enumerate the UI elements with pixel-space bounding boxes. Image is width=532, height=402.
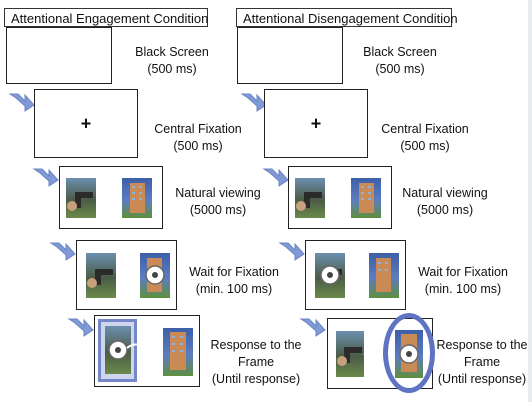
building-photo [140,253,170,298]
building-photo [395,330,423,378]
down-right-arrow-icon [8,93,35,112]
building-photo [122,178,152,218]
right-step5-label: Response to the Frame (Until response) [436,338,528,386]
down-right-arrow-icon [67,318,94,337]
fixation-cross: + [310,113,322,134]
gun-photo [86,253,116,298]
building-photo [163,328,193,376]
left-response-frame-screen [94,315,200,387]
right-step1-label: Black Screen (500 ms) [363,45,437,76]
down-right-arrow-icon [262,168,289,187]
left-wait-fixation-screen [76,240,177,310]
left-step4-label: Wait for Fixation (min. 100 ms) [189,265,279,296]
left-step2-label: Central Fixation (500 ms) [154,122,242,153]
right-natural-viewing-screen [288,166,392,229]
left-step3-label: Natural viewing (5000 ms) [175,186,261,217]
right-step2-label: Central Fixation (500 ms) [381,122,469,153]
left-step1-label: Black Screen (500 ms) [135,45,209,76]
page-edge [528,0,532,402]
down-right-arrow-icon [278,242,305,261]
gaze-path-line [126,339,166,349]
right-response-frame-screen [327,313,435,393]
right-wait-fixation-screen [305,240,406,310]
right-central-fixation-screen: + [264,89,368,158]
gun-photo [105,326,131,374]
left-central-fixation-screen: + [34,89,138,158]
left-natural-viewing-screen [59,166,163,229]
left-step5-label: Response to the Frame (Until response) [210,338,302,386]
right-step4-label: Wait for Fixation (min. 100 ms) [418,265,508,296]
gun-photo [295,178,325,218]
gun-photo [336,331,364,377]
fixation-cross: + [80,113,92,134]
gun-photo [66,178,96,218]
gun-photo [315,253,345,298]
right-step3-label: Natural viewing (5000 ms) [402,186,488,217]
down-right-arrow-icon [32,168,59,187]
left-condition-title: Attentional Engagement Condition [4,8,208,27]
right-condition-title: Attentional Disengagement Condition [236,8,458,27]
right-black-screen [237,27,343,84]
left-black-screen [6,27,112,84]
down-right-arrow-icon [49,242,76,261]
down-right-arrow-icon [299,318,326,337]
building-photo [369,253,399,298]
response-frame-oval [383,313,435,393]
building-photo [351,178,381,218]
